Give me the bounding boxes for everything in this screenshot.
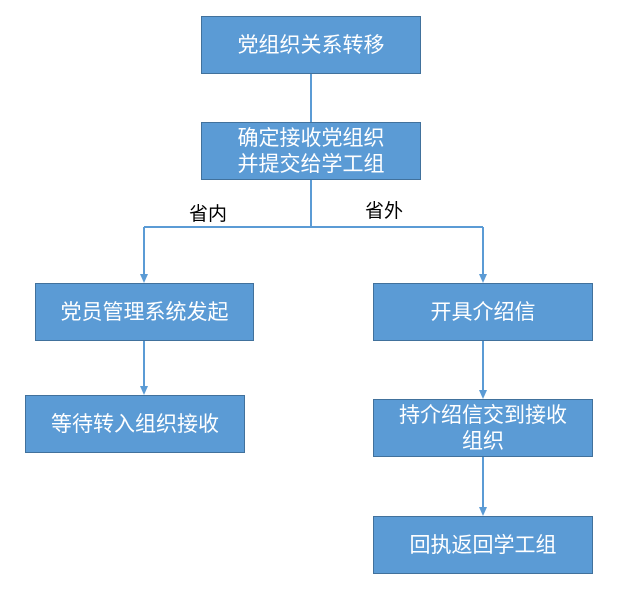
node-label: 回执返回学工组 <box>409 533 557 557</box>
node-label: 开具介绍信 <box>430 300 536 324</box>
node-label: 等待转入组织接收 <box>51 412 219 436</box>
node-label: 党员管理系统发起 <box>60 300 229 324</box>
node-return-receipt: 回执返回学工组 <box>373 516 593 574</box>
edge-label-in-province: 省内 <box>189 203 228 225</box>
node-label: 持介绍信交到接收 组织 <box>399 403 567 453</box>
node-deliver-letter: 持介绍信交到接收 组织 <box>373 399 593 457</box>
node-issue-letter: 开具介绍信 <box>373 283 593 341</box>
node-wait-for-acceptance: 等待转入组织接收 <box>25 395 245 453</box>
node-party-relation-transfer: 党组织关系转移 <box>201 16 421 74</box>
node-label: 确定接收党组织 并提交给学工组 <box>237 126 385 176</box>
edge-label-out-of-province: 省外 <box>365 200 404 222</box>
node-system-initiate: 党员管理系统发起 <box>35 283 254 341</box>
node-label: 党组织关系转移 <box>237 33 385 57</box>
node-confirm-receiving-organization: 确定接收党组织 并提交给学工组 <box>201 122 421 180</box>
